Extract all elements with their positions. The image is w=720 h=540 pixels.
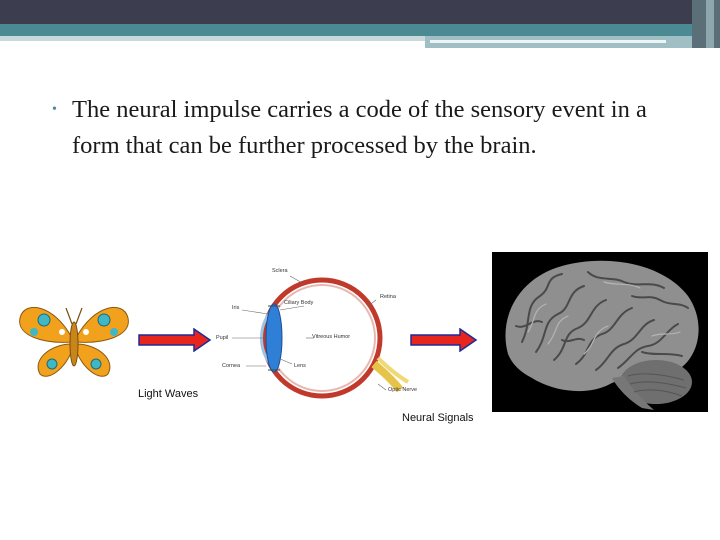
neural-signals-label: Neural Signals — [402, 412, 474, 424]
light-waves-label: Light Waves — [138, 388, 199, 400]
eye-label-retina: Retina — [380, 294, 396, 300]
eye-label-ciliary-body: Ciliary Body — [284, 300, 314, 306]
eye-label-iris: Iris — [232, 305, 240, 311]
eye-label-lens: Lens — [294, 363, 306, 369]
header-band-dark — [0, 0, 720, 24]
header-band-light — [0, 36, 425, 41]
header-band-teal — [0, 24, 720, 36]
header-band-highlight — [430, 40, 666, 43]
bullet-point: • The neural impulse carries a code of t… — [52, 92, 692, 164]
butterfly-image — [19, 306, 129, 377]
eye-label-cornea: Cornea — [222, 363, 241, 369]
arrow-right-icon — [138, 328, 212, 352]
brain-image — [492, 252, 708, 412]
arrow-right-icon — [410, 328, 478, 352]
eye-label-optic-nerve: Optic Nerve — [388, 387, 418, 393]
eye-label-vitreous: Vitreous Humor — [312, 334, 351, 340]
eye-diagram — [218, 266, 424, 410]
eye-label-sclera: Sclera — [272, 268, 288, 274]
bullet-text: The neural impulse carries a code of the… — [72, 96, 647, 159]
bullet-icon: • — [52, 102, 57, 117]
header-band-corner-stripe — [706, 0, 714, 48]
eye-label-pupil: Pupil — [216, 335, 229, 341]
